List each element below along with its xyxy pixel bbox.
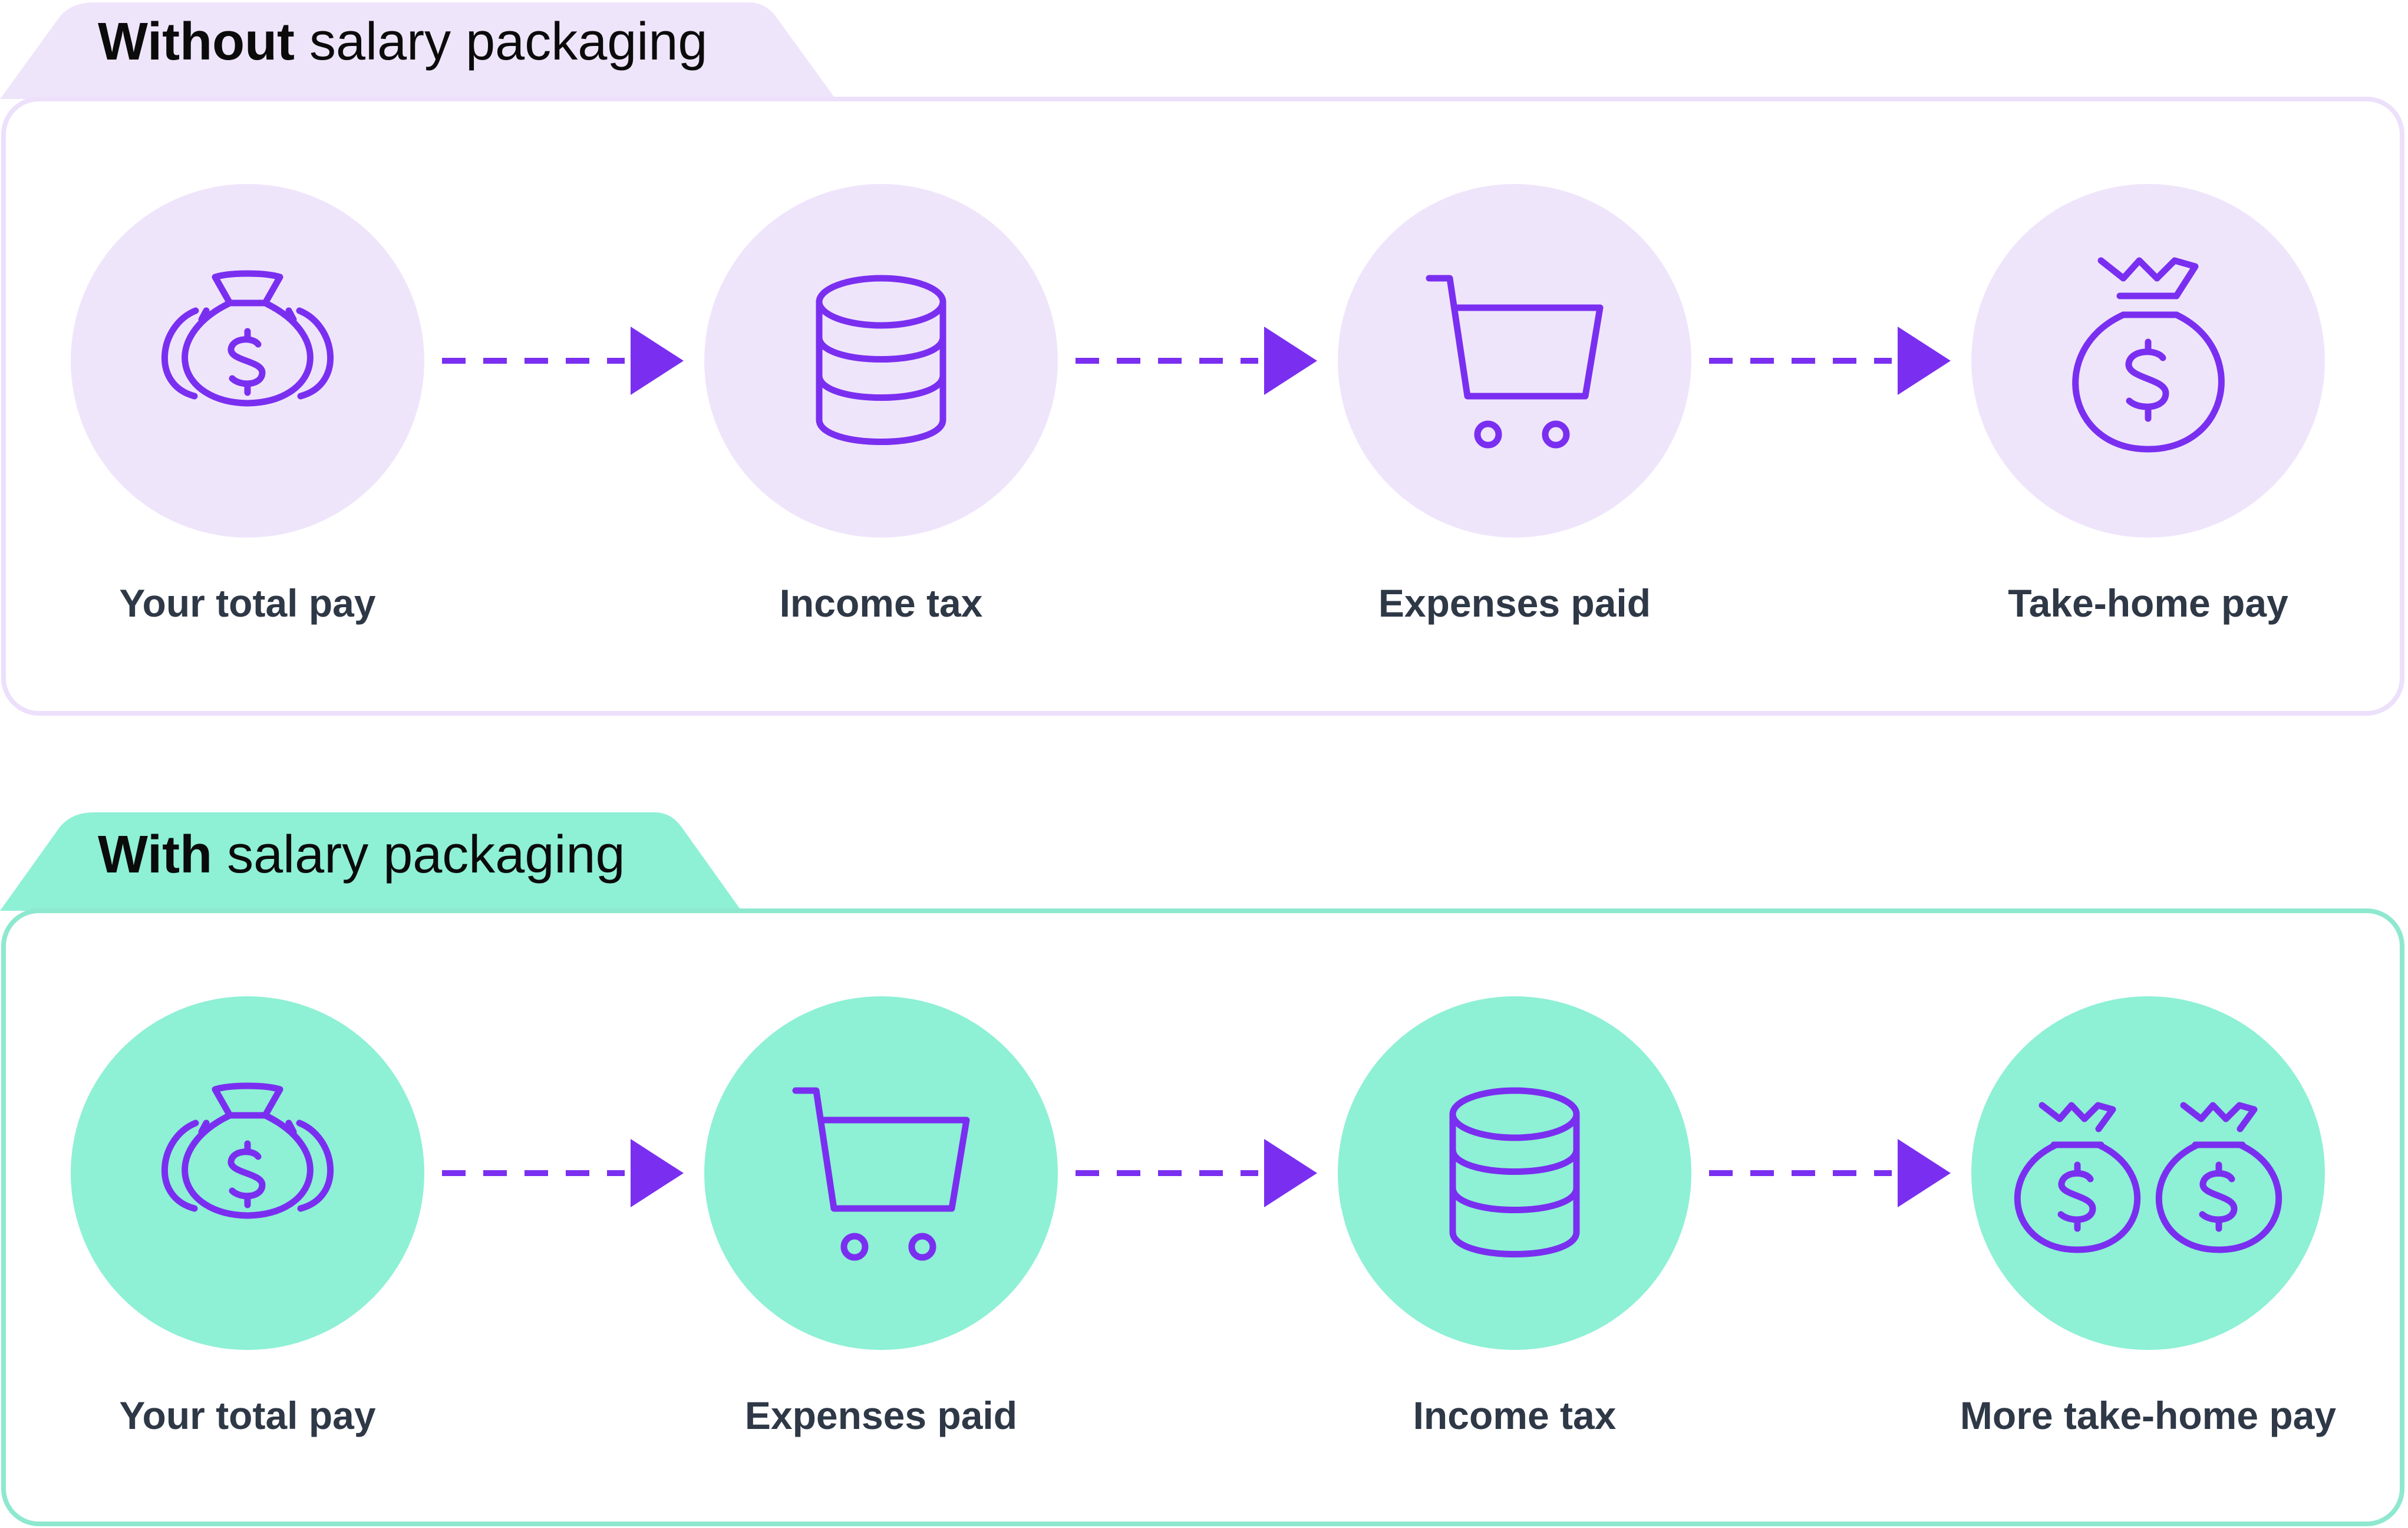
step-label: Expenses paid	[744, 1394, 1018, 1437]
arrow-icon	[1076, 327, 1317, 395]
step-label: Take-home pay	[2008, 581, 2288, 625]
step-label: Your total pay	[119, 581, 376, 625]
title-emphasis: With	[98, 825, 213, 884]
title-emphasis: Without	[98, 12, 295, 71]
step-label: Income tax	[779, 581, 983, 625]
panel-title-without: Without salary packaging	[98, 15, 707, 68]
panel-title-with: With salary packaging	[98, 828, 625, 881]
panel-frame-bottom	[1, 908, 2404, 1526]
step-circle	[1971, 996, 2325, 1350]
step-circle	[1338, 184, 1691, 538]
arrow-icon	[1076, 1139, 1317, 1207]
arrow-icon	[1709, 1139, 1951, 1207]
step-circle	[704, 996, 1058, 1350]
title-rest: salary packaging	[295, 12, 708, 71]
step-label: Your total pay	[119, 1394, 376, 1437]
arrow-icon	[442, 1139, 684, 1207]
step-label: More take-home pay	[1960, 1394, 2337, 1437]
title-rest: salary packaging	[212, 825, 625, 884]
step-circle	[1971, 184, 2325, 538]
panel-frame-top	[1, 97, 2404, 716]
step-label: Expenses paid	[1378, 581, 1651, 625]
tab-shape-bottom	[0, 812, 741, 911]
arrow-icon	[442, 327, 684, 395]
step-label: Income tax	[1413, 1394, 1617, 1437]
tab-shape-top	[0, 2, 836, 99]
panel-without	[0, 2, 2404, 716]
panel-with	[0, 812, 2404, 1526]
arrow-icon	[1709, 327, 1951, 395]
